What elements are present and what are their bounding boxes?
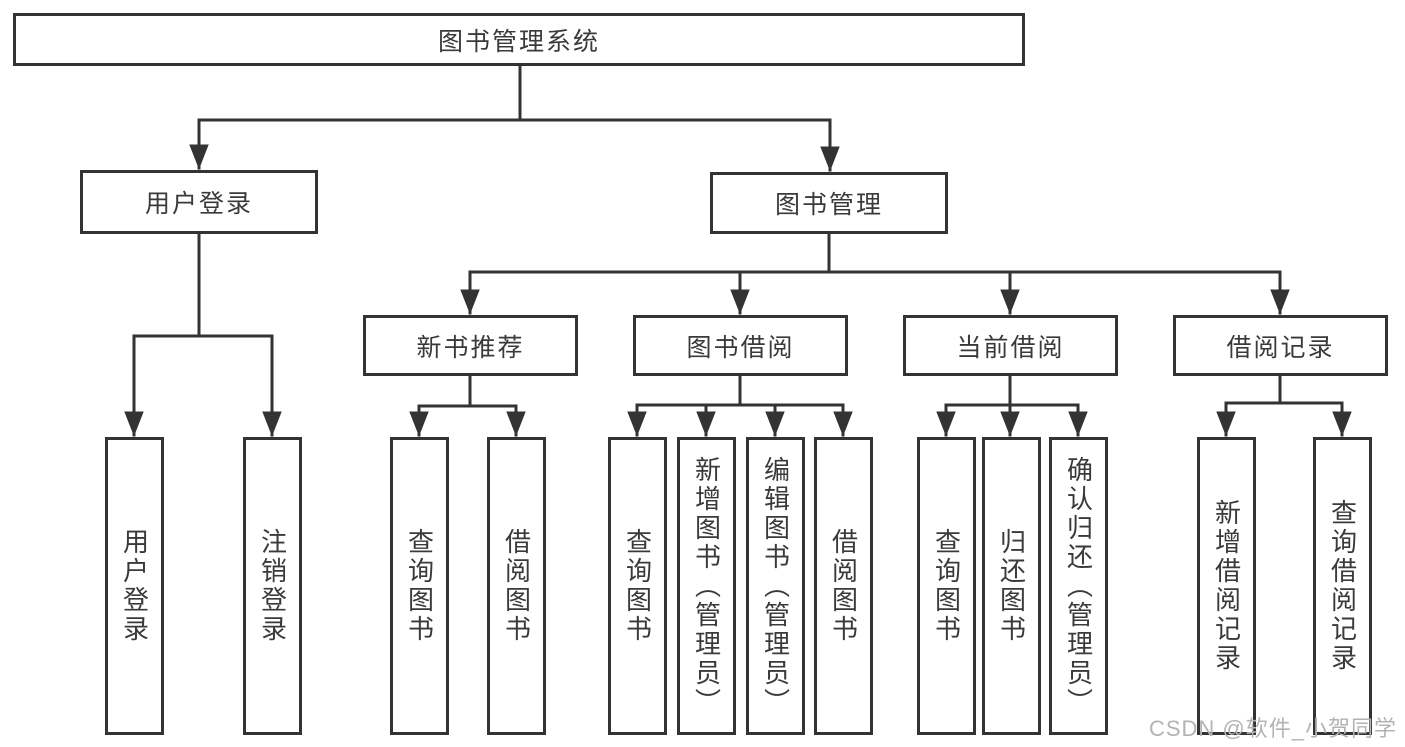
- leaf-logout: 注销登录: [243, 437, 302, 735]
- leaf-query-borrow-record: 查询借阅记录: [1313, 437, 1372, 735]
- leaf-borrow-books-2: 借阅图书: [814, 437, 873, 735]
- leaf-user-login: 用户登录: [105, 437, 164, 735]
- node-user-login-branch: 用户登录: [80, 170, 318, 234]
- node-book-borrowing: 图书借阅: [633, 315, 848, 376]
- leaf-edit-books-admin: 编辑图书（管理员）: [746, 437, 805, 735]
- csdn-watermark: CSDN @软件_小贺同学: [1148, 716, 1397, 741]
- node-current-borrowing: 当前借阅: [903, 315, 1118, 376]
- leaf-query-books-2: 查询图书: [608, 437, 667, 735]
- leaf-query-books-3: 查询图书: [917, 437, 976, 735]
- leaf-confirm-return-admin: 确认归还（管理员）: [1049, 437, 1108, 735]
- leaf-return-books: 归还图书: [982, 437, 1041, 735]
- leaf-query-books-1: 查询图书: [390, 437, 449, 735]
- leaf-add-borrow-record: 新增借阅记录: [1197, 437, 1256, 735]
- node-borrowing-records: 借阅记录: [1173, 315, 1388, 376]
- node-book-management: 图书管理: [710, 172, 948, 234]
- node-new-book-recommend: 新书推荐: [363, 315, 578, 376]
- leaf-borrow-books-1: 借阅图书: [487, 437, 546, 735]
- leaf-add-books-admin: 新增图书（管理员）: [677, 437, 736, 735]
- node-root-system: 图书管理系统: [13, 13, 1025, 66]
